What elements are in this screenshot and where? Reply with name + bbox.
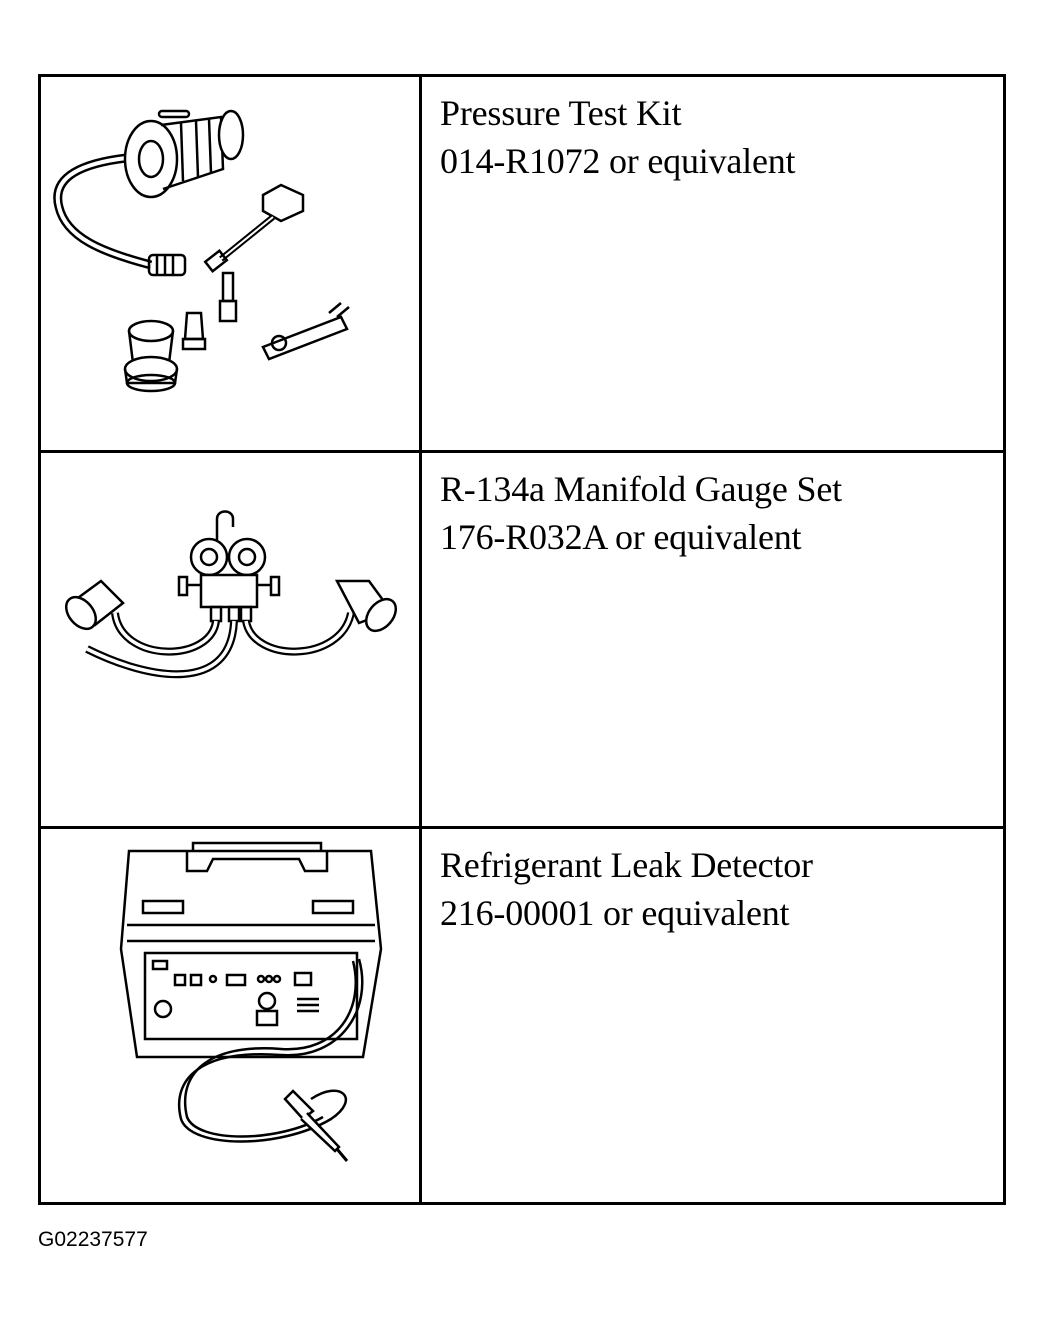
figure-id: G02237577 (38, 1228, 148, 1251)
tool-illustration-cell (38, 826, 422, 1205)
tool-part-number: 014-R1072 or equivalent (440, 141, 796, 181)
tool-row-leak-detector: Refrigerant Leak Detector 216-00001 or e… (38, 826, 1006, 1205)
tool-illustration-cell (38, 74, 422, 453)
tool-row-manifold-gauge-set: R-134a Manifold Gauge Set 176-R032A or e… (38, 450, 1006, 829)
tool-row-pressure-test-kit: Pressure Test Kit 014-R1072 or equivalen… (38, 74, 1006, 453)
tool-description-cell: Pressure Test Kit 014-R1072 or equivalen… (419, 74, 1006, 453)
pressure-test-kit-illustration (53, 109, 350, 393)
tool-part-number: 176-R032A or equivalent (440, 517, 802, 557)
tool-illustration-cell (38, 450, 422, 829)
special-tools-table: Pressure Test Kit 014-R1072 or equivalen… (38, 74, 1006, 1205)
tool-part-number: 216-00001 or equivalent (440, 893, 790, 933)
leak-detector-illustration (119, 841, 383, 1162)
tool-name: Pressure Test Kit (440, 93, 682, 133)
tool-name: R-134a Manifold Gauge Set (440, 469, 842, 509)
tool-description-cell: R-134a Manifold Gauge Set 176-R032A or e… (419, 450, 1006, 829)
tool-description-cell: Refrigerant Leak Detector 216-00001 or e… (419, 826, 1006, 1205)
manifold-gauge-set-illustration (64, 510, 398, 679)
tool-name: Refrigerant Leak Detector (440, 845, 813, 885)
